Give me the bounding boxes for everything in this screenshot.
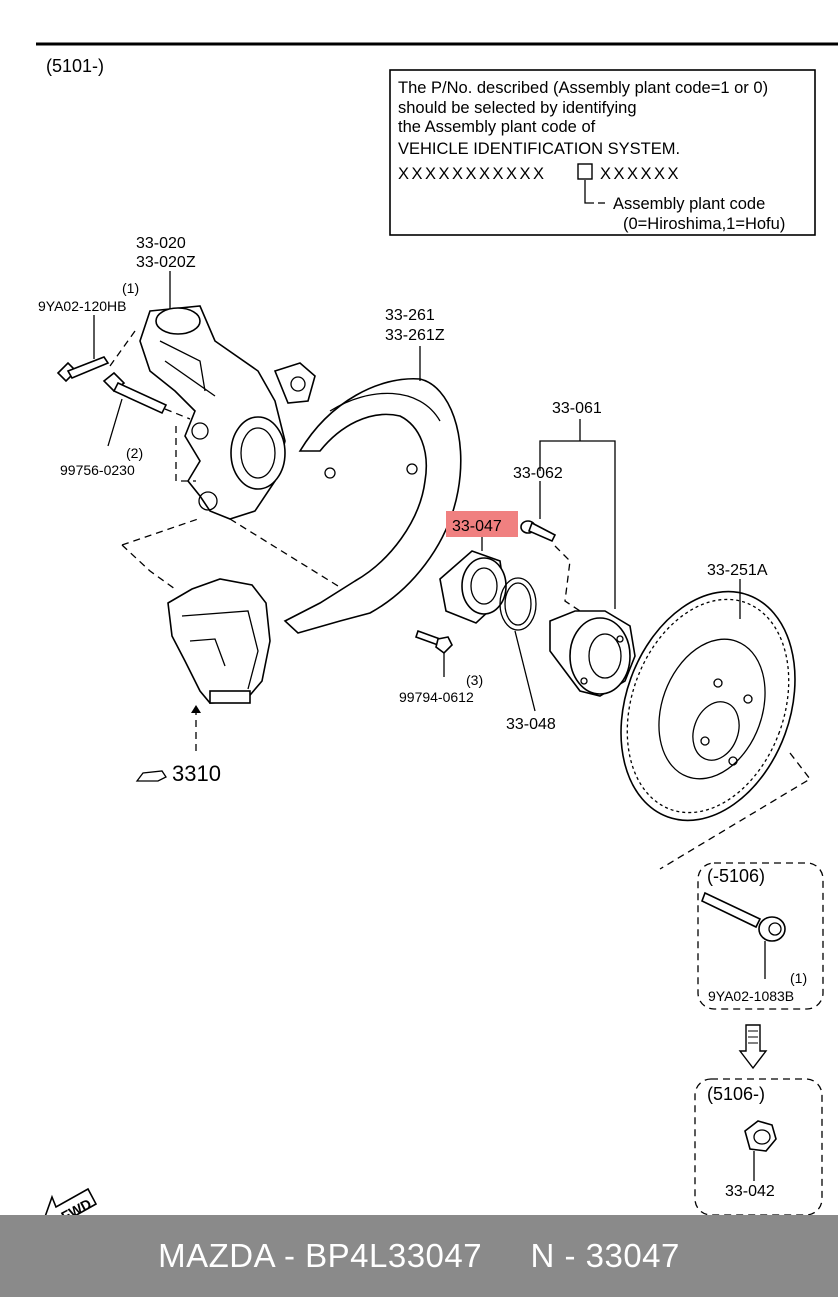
label-snap-ring: 33-048 bbox=[506, 716, 556, 733]
bolt4-qty: (1) bbox=[790, 970, 807, 986]
note-line-3: the Assembly plant code of bbox=[398, 118, 596, 136]
note-line-2: should be selected by identifying bbox=[398, 99, 637, 117]
label-bolt3-qty: (3) bbox=[466, 672, 483, 688]
brake-caliper bbox=[167, 578, 271, 704]
supersede-arrow-icon bbox=[738, 1024, 768, 1070]
knuckle-bolt-lower bbox=[102, 371, 168, 415]
label-bolt3: 99794-0612 bbox=[399, 689, 474, 705]
hand-pointer-icon bbox=[135, 770, 167, 782]
caliper-ref-number: 3310 bbox=[172, 761, 221, 786]
label-bolt1: 9YA02-120HB bbox=[38, 298, 126, 314]
range-header: (5101-) bbox=[46, 56, 104, 76]
label-knuckle-b: 33-020Z bbox=[136, 254, 196, 271]
wheel-bearing bbox=[439, 550, 507, 624]
vin-left: XXXXXXXXXXX bbox=[398, 165, 547, 183]
late-range-box: (5106-) 33-042 bbox=[694, 1078, 823, 1216]
label-disc: 33-251A bbox=[707, 562, 768, 579]
note-line-1: The P/No. described (Assembly plant code… bbox=[398, 79, 768, 97]
label-bearing: 33-047 bbox=[452, 518, 502, 535]
footer-alt-part: N - 33047 bbox=[530, 1237, 680, 1274]
plant-code-values: (0=Hiroshima,1=Hofu) bbox=[623, 215, 785, 233]
steering-knuckle bbox=[139, 305, 316, 520]
label-shield-a: 33-261 bbox=[385, 307, 435, 324]
bolt4-number: 9YA02-1083B bbox=[708, 988, 794, 1004]
footer-gap bbox=[482, 1237, 530, 1275]
label-shield-b: 33-261Z bbox=[385, 327, 445, 344]
plant-code-box bbox=[577, 163, 593, 180]
label-bolt2-qty: (2) bbox=[126, 445, 143, 461]
label-hub-bolt: 33-062 bbox=[513, 465, 563, 482]
bearing-highlight bbox=[446, 511, 518, 537]
dust-shield bbox=[283, 378, 462, 634]
vin-right: XXXXXX bbox=[600, 165, 681, 183]
hub-bolt bbox=[520, 520, 557, 543]
early-range-label: (-5106) bbox=[707, 866, 765, 886]
caliper-reference: 3310 bbox=[135, 761, 221, 786]
shield-bolt bbox=[414, 629, 453, 655]
brake-disc bbox=[620, 590, 796, 822]
label-bolt2: 99756-0230 bbox=[60, 462, 135, 478]
early-range-box: (-5106) (1) 9YA02-1083B bbox=[697, 862, 824, 1010]
snap-ring bbox=[499, 577, 537, 631]
label-hub-assy: 33-061 bbox=[552, 400, 602, 417]
footer-brand-part: MAZDA - BP4L33047 bbox=[158, 1237, 483, 1274]
late-range-label: (5106-) bbox=[707, 1084, 765, 1104]
label-knuckle-a: 33-020 bbox=[136, 235, 186, 252]
plant-code-label: Assembly plant code bbox=[613, 195, 765, 213]
label-bolt1-qty: (1) bbox=[122, 280, 139, 296]
wheel-hub bbox=[549, 610, 636, 697]
note-line-4: VEHICLE IDENTIFICATION SYSTEM. bbox=[398, 140, 680, 158]
nut-number: 33-042 bbox=[725, 1183, 775, 1200]
assembly-plant-note: The P/No. described (Assembly plant code… bbox=[389, 69, 816, 236]
knuckle-bolt-upper bbox=[56, 356, 110, 383]
footer-bar: MAZDA - BP4L33047 N - 33047 bbox=[0, 1215, 838, 1297]
